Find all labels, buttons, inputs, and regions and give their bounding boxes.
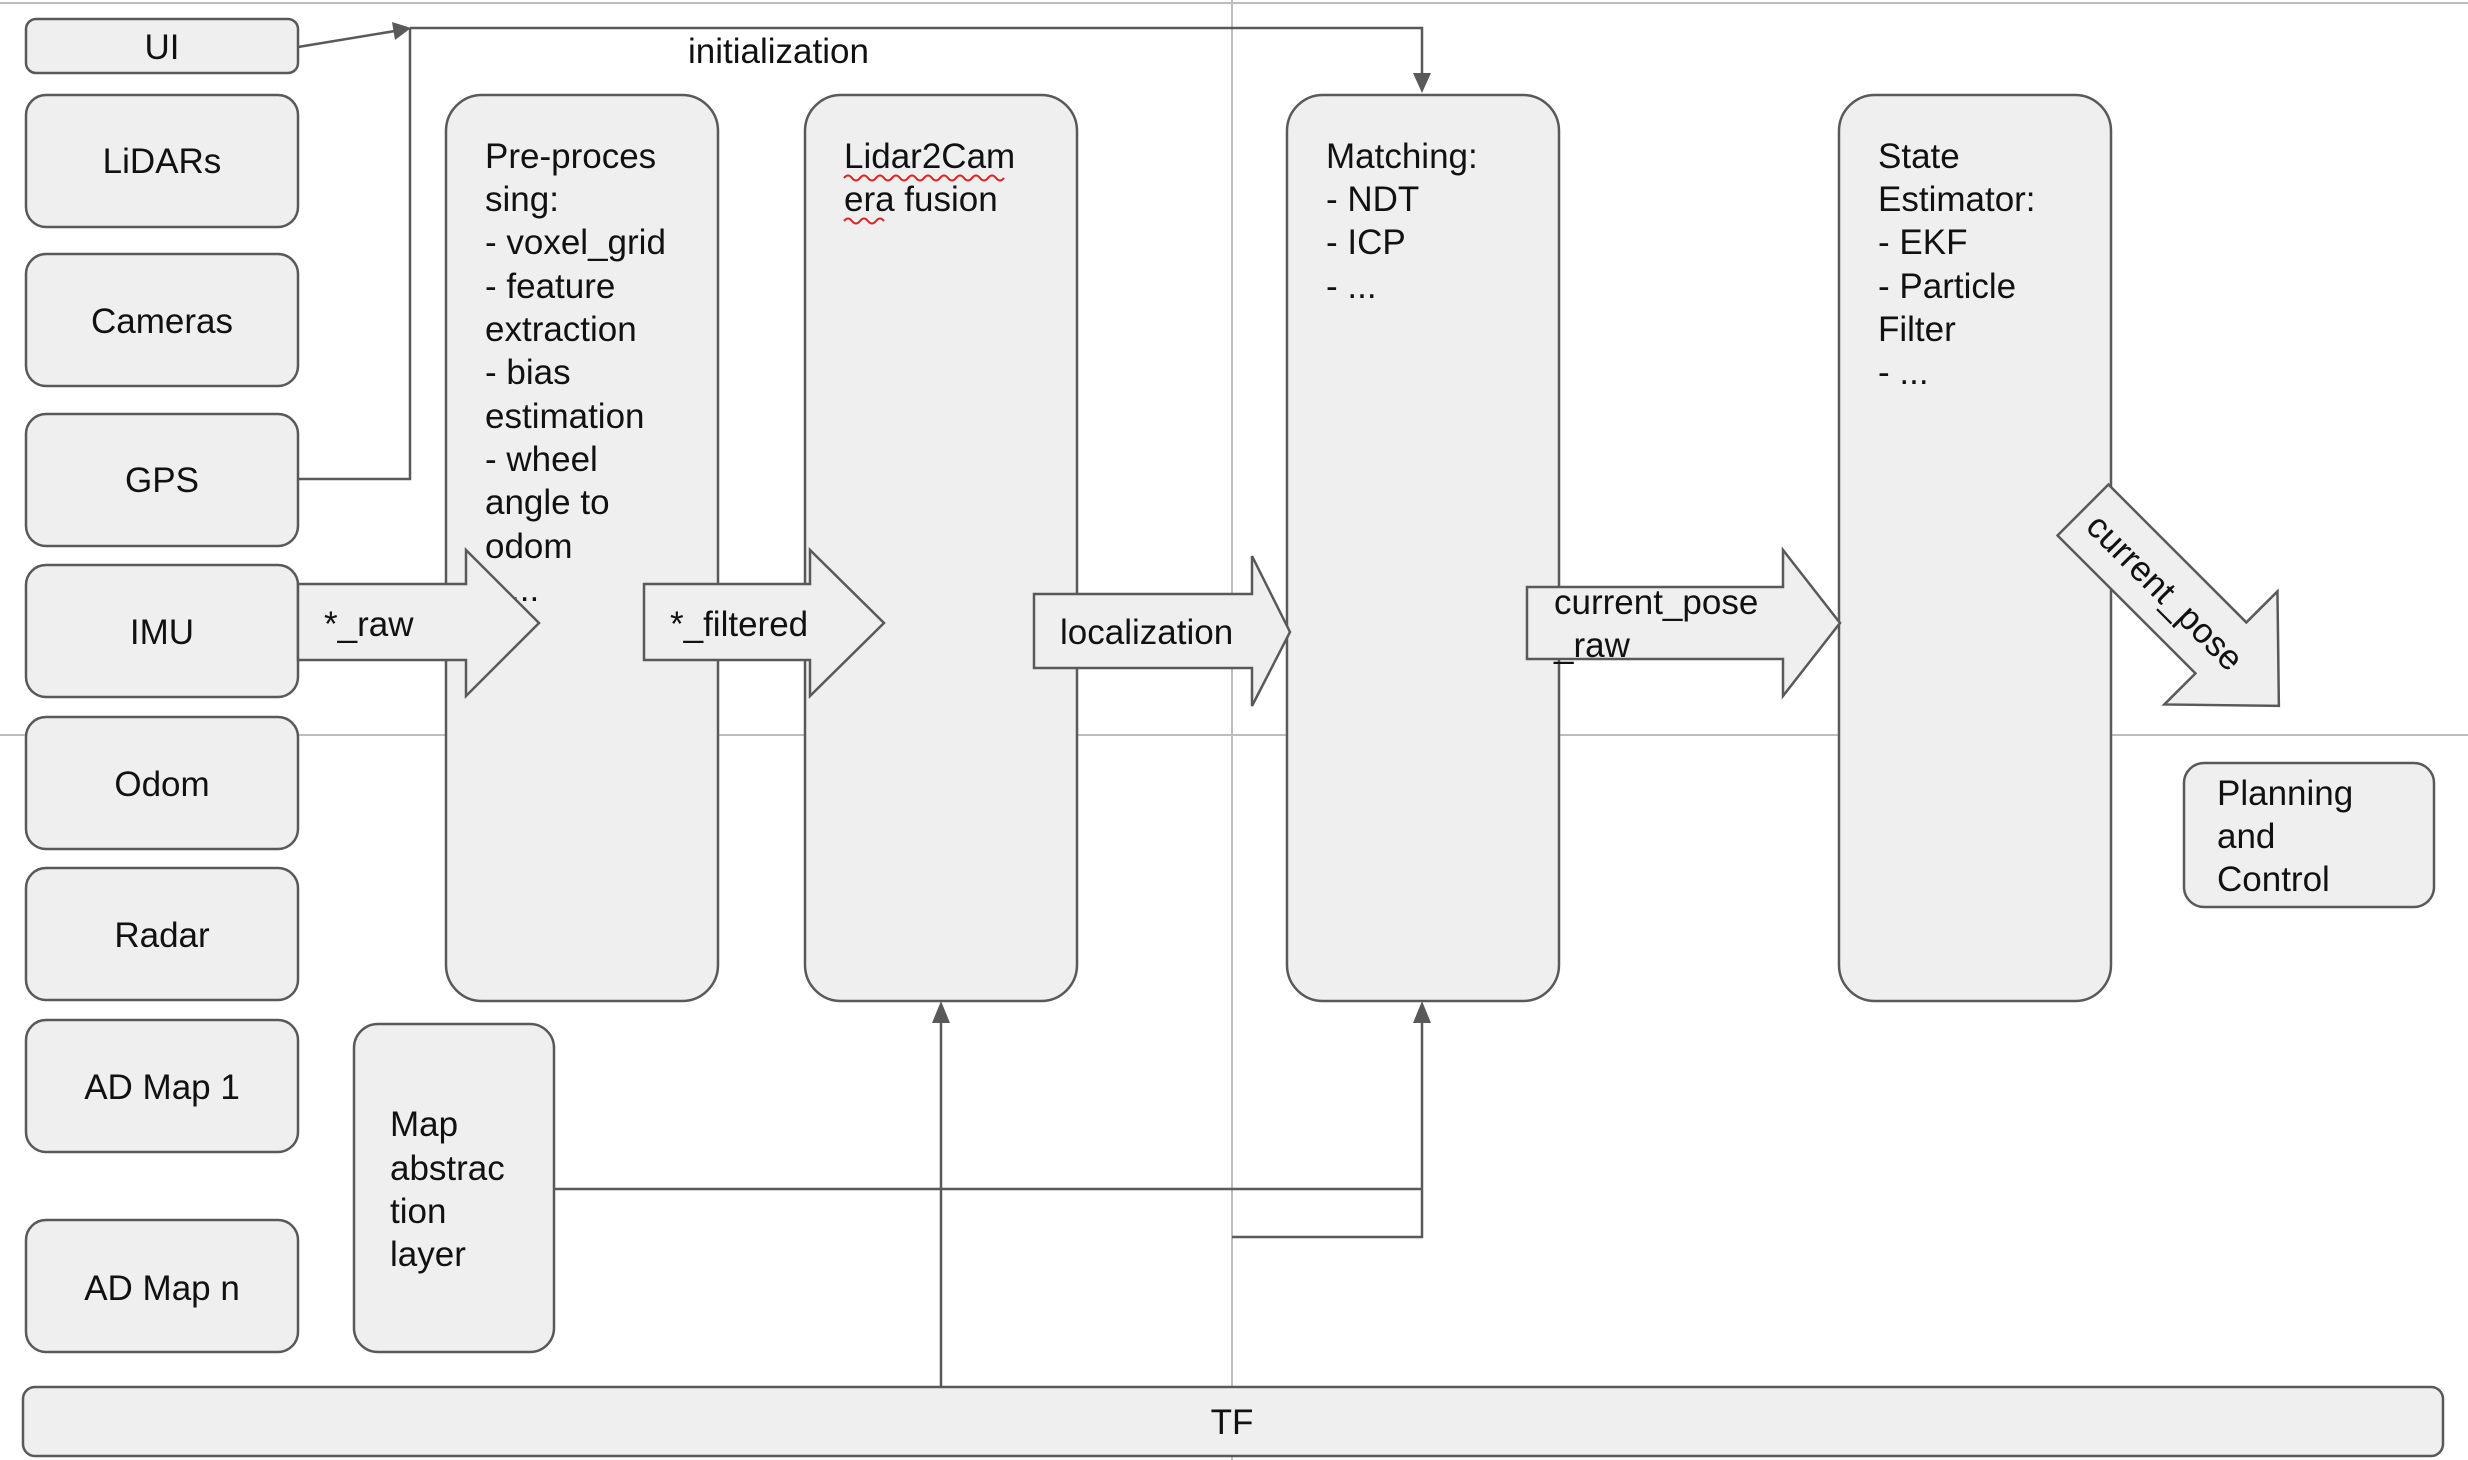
tf-label: TF (1211, 1403, 1254, 1442)
current-pose-raw-flow-label: current_pose _raw (1553, 583, 1768, 665)
localization-flow-arrow (1032, 555, 1292, 707)
fusion-label: Lidar2Cam era fusion (844, 137, 1025, 219)
radar-box (24, 866, 300, 1002)
tf-box (21, 1385, 2445, 1458)
cameras-box (24, 252, 300, 388)
fusion-box (803, 93, 1079, 1003)
matching-label: Matching: - NDT - ICP - ... (1326, 137, 1487, 306)
planning-label: Planning and Control (2217, 774, 2363, 899)
raw-flow-label: *_raw (324, 605, 414, 644)
preprocessing-line-1: Pre-proces (485, 137, 656, 176)
gps-connector (298, 28, 412, 481)
initialization-arrowhead (1413, 73, 1431, 93)
map-abstraction-line-1: Map (390, 1105, 458, 1144)
lidars-label: LiDARs (103, 142, 222, 181)
spellcheck-underline-1 (843, 174, 1005, 182)
matching-input-arrowhead (1413, 1001, 1431, 1023)
tf-to-matching-connector (1232, 1017, 1424, 1239)
matching-line-2: - NDT (1326, 180, 1419, 219)
planning-line-3: Control (2217, 860, 2330, 899)
matching-line-4: - ... (1326, 267, 1377, 306)
ad-map-n-box (24, 1218, 300, 1354)
state-estimator-line-2: Estimator: (1878, 180, 2036, 219)
preprocessing-line-10: odom (485, 527, 573, 566)
cameras-label: Cameras (91, 302, 233, 341)
ad-map-n-label: AD Map n (84, 1269, 240, 1308)
fusion-line-1: Lidar2Cam (844, 137, 1015, 176)
planning-box (2182, 761, 2436, 909)
initialization-label: initialization (688, 32, 869, 71)
gps-box (24, 412, 300, 548)
current-pose-raw-line-2: _raw (1553, 626, 1631, 665)
current-pose-raw-flow-arrow (1525, 546, 1842, 700)
radar-label: Radar (114, 916, 210, 955)
preprocessing-line-9: angle to (485, 483, 610, 522)
state-estimator-line-6: - ... (1878, 353, 1929, 392)
current-pose-flow-arrow (2055, 482, 2281, 708)
spellcheck-underline-2 (843, 217, 885, 225)
preprocessing-line-7: estimation (485, 397, 645, 436)
imu-label: IMU (130, 613, 194, 652)
filtered-flow-arrow (642, 547, 886, 699)
planning-line-2: and (2217, 817, 2275, 856)
initialization-connector (410, 26, 1424, 78)
preprocessing-line-5: extraction (485, 310, 637, 349)
ad-map-1-label: AD Map 1 (84, 1068, 240, 1107)
planning-line-1: Planning (2217, 774, 2353, 813)
odom-label: Odom (114, 765, 209, 804)
state-estimator-line-1: State (1878, 137, 1960, 176)
preprocessing-line-8: - wheel (485, 440, 598, 479)
lidars-box (24, 93, 300, 229)
odom-box (24, 715, 300, 851)
state-estimator-line-5: Filter (1878, 310, 1956, 349)
filtered-flow-label: *_filtered (670, 605, 808, 644)
ui-label: UI (145, 28, 180, 67)
ad-map-1-box (24, 1018, 300, 1154)
ui-box (24, 17, 300, 75)
fusion-line-2: era fusion (844, 180, 998, 219)
preprocessing-label: Pre-proces sing: - voxel_grid - feature … (485, 137, 676, 609)
fusion-input-arrowhead (932, 1001, 950, 1023)
preprocessing-box (444, 93, 720, 1003)
map-abstraction-line-4: layer (390, 1235, 466, 1274)
preprocessing-line-4: - feature (485, 267, 615, 306)
state-estimator-label: State Estimator: - EKF - Particle Filter… (1878, 137, 2045, 392)
map-abstraction-box (352, 1022, 556, 1354)
gps-label: GPS (125, 461, 199, 500)
map-abstraction-label: Map abstrac tion layer (390, 1105, 515, 1274)
current-pose-raw-line-1: current_pose (1554, 583, 1758, 622)
preprocessing-line-6: - bias (485, 353, 571, 392)
map-abstraction-line-2: abstrac (390, 1149, 505, 1188)
localization-flow-label: localization (1060, 613, 1233, 652)
ui-connector (297, 29, 396, 49)
matching-box (1285, 93, 1561, 1003)
matching-line-3: - ICP (1326, 223, 1405, 262)
preprocessing-line-3: - voxel_grid (485, 223, 666, 262)
state-estimator-line-3: - EKF (1878, 223, 1967, 262)
map-abstraction-line-3: tion (390, 1192, 446, 1231)
ui-connector-arrowhead (392, 22, 411, 40)
raw-flow-arrow (296, 546, 541, 700)
preprocessing-line-2: sing: (485, 180, 559, 219)
matching-line-1: Matching: (1326, 137, 1478, 176)
state-estimator-line-4: - Particle (1878, 267, 2016, 306)
